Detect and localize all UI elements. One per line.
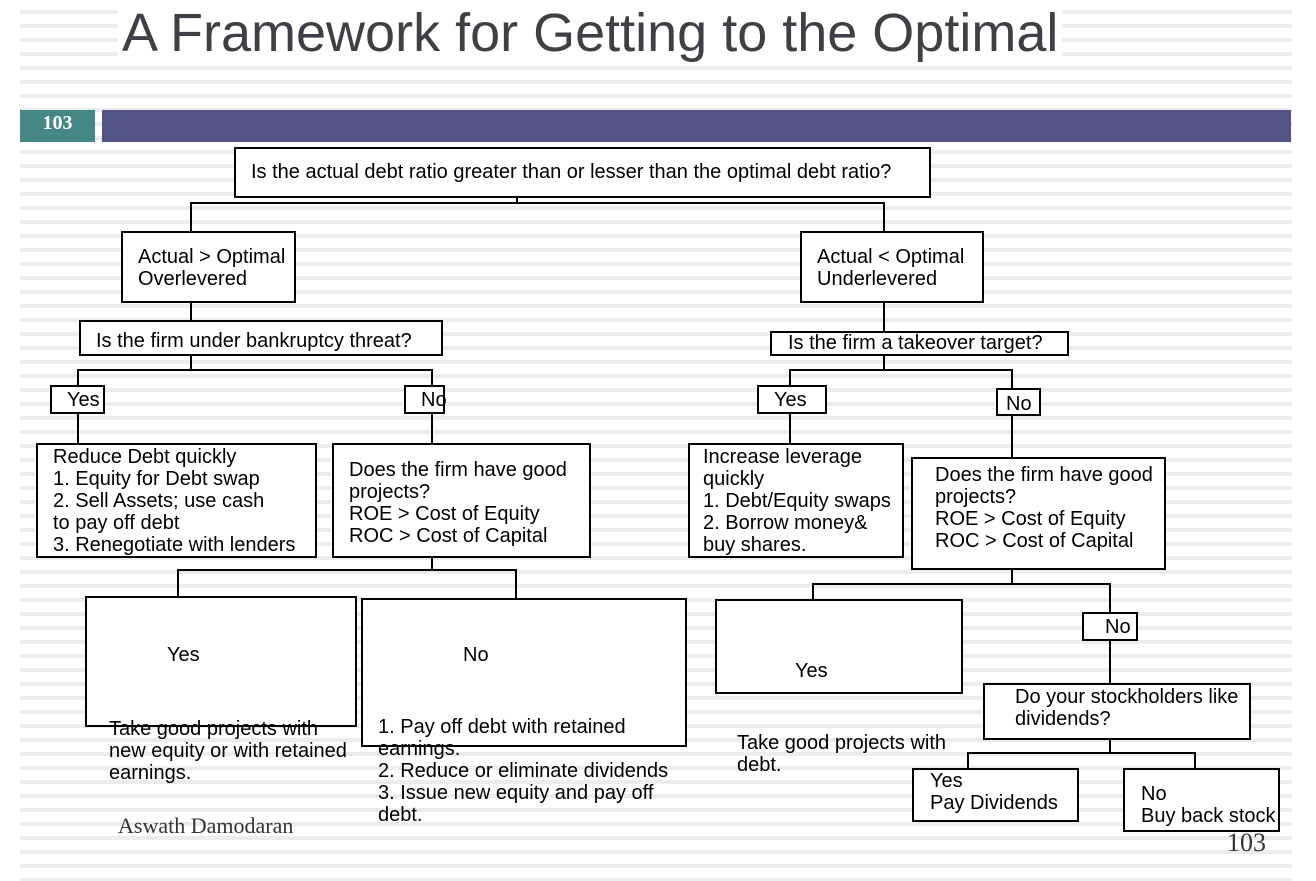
root-question-box: Is the actual debt ratio greater than or… bbox=[234, 147, 931, 198]
overlevered-no-heading: No bbox=[463, 644, 489, 666]
takeover-yes-box: Yes bbox=[757, 385, 827, 414]
connector bbox=[177, 569, 517, 598]
overlevered-yes-text: Take good projects with new equity or wi… bbox=[109, 718, 347, 784]
takeover-question-box: Is the firm a takeover target? bbox=[770, 331, 1069, 356]
overlevered-no-text: 1. Pay off debt with retained earnings. … bbox=[378, 716, 669, 826]
overlevered-box: Actual > Optimal Overlevered bbox=[121, 231, 296, 303]
page-number: 103 bbox=[1227, 828, 1266, 857]
connector bbox=[190, 202, 885, 231]
underlevered-yes-box: Yes Take good projects with debt. bbox=[715, 599, 963, 776]
connector bbox=[967, 752, 1196, 768]
buy-back-stock-box: No Buy back stock bbox=[1123, 768, 1280, 832]
good-projects-overlevered-box: Does the firm have good projects? ROE > … bbox=[332, 443, 591, 558]
connector bbox=[789, 369, 1013, 388]
dividends-question-box: Do your stockholders like dividends? bbox=[983, 683, 1251, 740]
footer-author: Aswath Damodaran bbox=[118, 813, 294, 838]
bankruptcy-no-box: No bbox=[404, 385, 447, 414]
underlevered-box: Actual < Optimal Underlevered bbox=[800, 231, 984, 303]
overlevered-no-box: No 1. Pay off debt with retained earning… bbox=[361, 598, 687, 826]
bankruptcy-question-box: Is the firm under bankruptcy threat? bbox=[79, 320, 443, 356]
underlevered-yes-text: Take good projects with debt. bbox=[737, 732, 947, 776]
underlevered-no-box: No bbox=[1082, 612, 1138, 641]
takeover-no-box: No bbox=[996, 388, 1041, 416]
reduce-debt-box: Reduce Debt quickly 1. Equity for Debt s… bbox=[36, 443, 317, 558]
header-bar bbox=[102, 110, 1291, 142]
overlevered-yes-heading: Yes bbox=[167, 644, 200, 666]
slide-number-tab: 103 bbox=[20, 110, 95, 142]
bankruptcy-yes-box: Yes bbox=[50, 385, 105, 414]
underlevered-yes-heading: Yes bbox=[795, 660, 828, 682]
pay-dividends-box: Yes Pay Dividends bbox=[912, 768, 1079, 822]
connector bbox=[812, 583, 1111, 612]
overlevered-yes-box: Yes Take good projects with new equity o… bbox=[85, 596, 357, 784]
slide-title: A Framework for Getting to the Optimal bbox=[118, 2, 1063, 64]
increase-leverage-box: Increase leverage quickly 1. Debt/Equity… bbox=[688, 443, 904, 558]
good-projects-underlevered-box: Does the firm have good projects? ROE > … bbox=[911, 457, 1166, 570]
connector bbox=[77, 369, 433, 385]
